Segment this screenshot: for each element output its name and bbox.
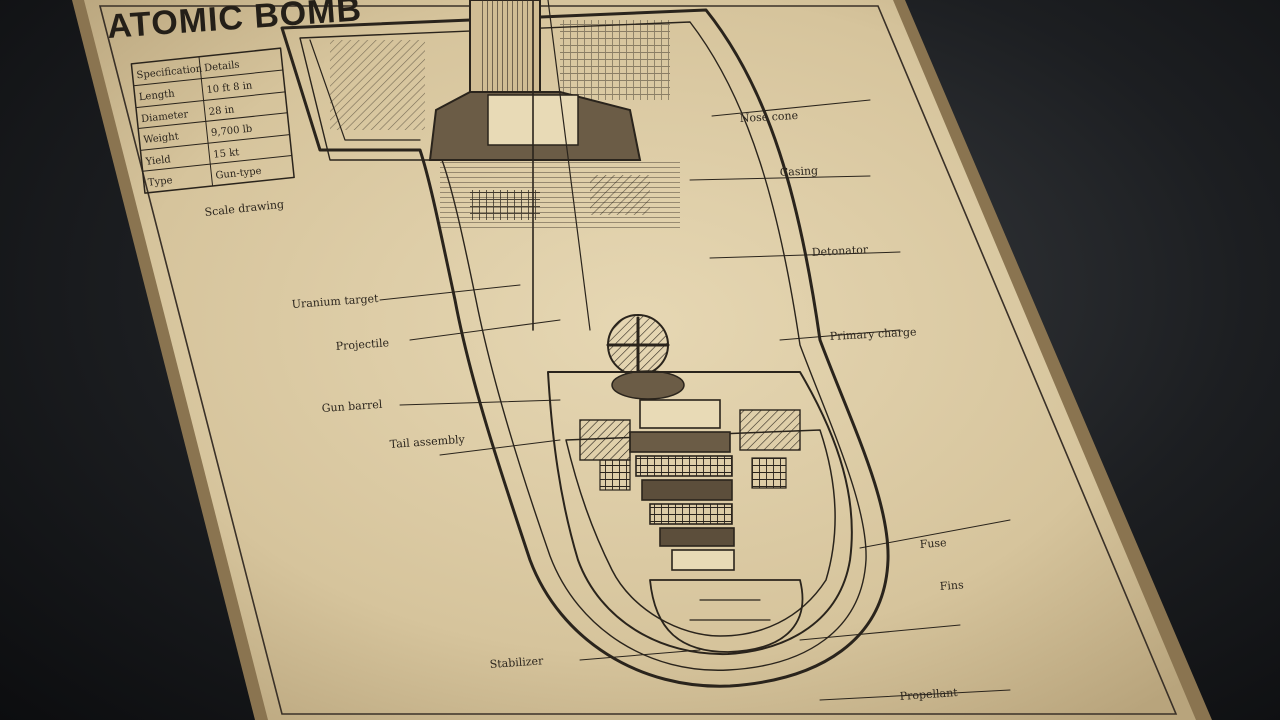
callout-label: Fins <box>939 578 964 593</box>
bomb-casing <box>280 8 890 688</box>
table-cell: Length <box>138 88 175 103</box>
table-cell: Details <box>204 60 240 75</box>
core-stack <box>629 399 735 571</box>
poster-inner-border <box>98 5 1178 715</box>
bomb-cutaway <box>280 0 890 688</box>
table-cell: 28 in <box>208 104 235 118</box>
callout-label: Fuse <box>919 536 947 551</box>
lower-chamber <box>547 371 853 656</box>
callout-label: Uranium target <box>291 292 379 311</box>
table-cell: Yield <box>144 154 172 168</box>
table-cell: 10 ft 8 in <box>206 80 253 96</box>
callout-label: Detonator <box>811 243 869 259</box>
callout-label: Nose cone <box>739 109 798 125</box>
table-cell: 15 kt <box>213 147 240 161</box>
side-block <box>579 419 631 461</box>
callout-label: Propellant <box>899 686 958 703</box>
spec-table: Specification Details Length 10 ft 8 in … <box>130 47 295 194</box>
nose-block <box>560 20 670 100</box>
callout-label: Stabilizer <box>489 654 544 671</box>
tail-dome <box>649 579 804 653</box>
table-cell: Type <box>147 175 173 189</box>
callout-label: Projectile <box>335 336 389 353</box>
leader-lines <box>379 99 1011 701</box>
callout-label: Gun barrel <box>321 398 383 415</box>
callout-label: Casing <box>779 164 818 179</box>
bomb-inner-casing <box>299 21 867 671</box>
nose-block <box>330 40 425 130</box>
side-block <box>739 409 801 451</box>
table-cell: Diameter <box>141 109 189 125</box>
table-cell: Gun-type <box>215 166 262 182</box>
table-cell: 9,700 lb <box>210 124 252 139</box>
detonator-base <box>611 370 685 400</box>
callout-label: Tail assembly <box>389 433 466 451</box>
callouts: Nose cone Casing Detonator Primary charg… <box>291 109 964 703</box>
table-cell: Weight <box>143 131 179 146</box>
callout-label: Primary charge <box>829 325 916 343</box>
